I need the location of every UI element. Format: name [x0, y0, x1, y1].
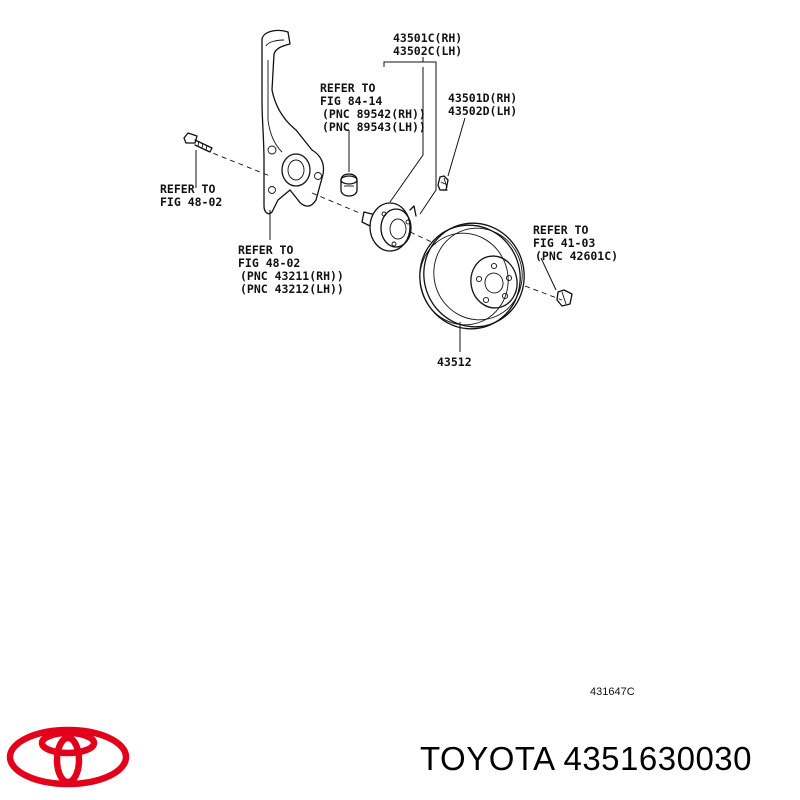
brand-footer: TOYOTA 4351630030: [0, 712, 800, 800]
label-ref-48-02-knuckle-line3: (PNC 43211(RH)): [240, 269, 344, 283]
label-ref-84-14-line3: (PNC 89542(RH)): [322, 107, 426, 121]
figure-code: 431647C: [590, 686, 635, 698]
label-ref-41-03-line1: REFER TO: [533, 223, 588, 237]
label-ref-48-02-knuckle-line2: FIG 48-02: [238, 256, 300, 270]
brand-part-number: TOYOTA 4351630030: [420, 740, 753, 777]
label-hub-lh: 43502C(LH): [393, 44, 462, 58]
sensor-cap-part: [340, 173, 358, 197]
toyota-emblem-icon: [6, 726, 130, 788]
leader-lines: [195, 57, 557, 352]
steering-knuckle-part: [261, 29, 325, 215]
label-ref-84-14-line2: FIG 84-14: [320, 94, 382, 108]
label-bolt-rh: 43501D(RH): [448, 91, 517, 105]
hub-bearing-part: [361, 202, 417, 252]
set-screw-part: [556, 289, 573, 307]
label-ref-48-02-bolt-line1: REFER TO: [160, 182, 215, 196]
exploded-view: 43501C(RH) 43502C(LH) 43501D(RH) 43502D(…: [160, 29, 618, 369]
label-disc: 43512: [437, 355, 472, 369]
label-ref-41-03-line3: (PNC 42601C): [535, 249, 618, 263]
label-ref-48-02-knuckle-line4: (PNC 43212(LH)): [240, 282, 344, 296]
hub-bolt-part: [437, 175, 449, 191]
label-bolt-lh: 43502D(LH): [448, 104, 517, 118]
label-ref-48-02-bolt-line2: FIG 48-02: [160, 195, 222, 209]
label-ref-41-03-line2: FIG 41-03: [533, 236, 595, 250]
label-ref-48-02-knuckle-line1: REFER TO: [238, 243, 293, 257]
assembly-axis: [204, 149, 563, 301]
brake-disc-part: [419, 222, 525, 330]
label-ref-84-14-line4: (PNC 89543(LH)): [322, 120, 426, 134]
label-ref-84-14-line1: REFER TO: [320, 81, 375, 95]
knuckle-bolt-part: [183, 132, 213, 153]
label-hub-rh: 43501C(RH): [393, 31, 462, 45]
